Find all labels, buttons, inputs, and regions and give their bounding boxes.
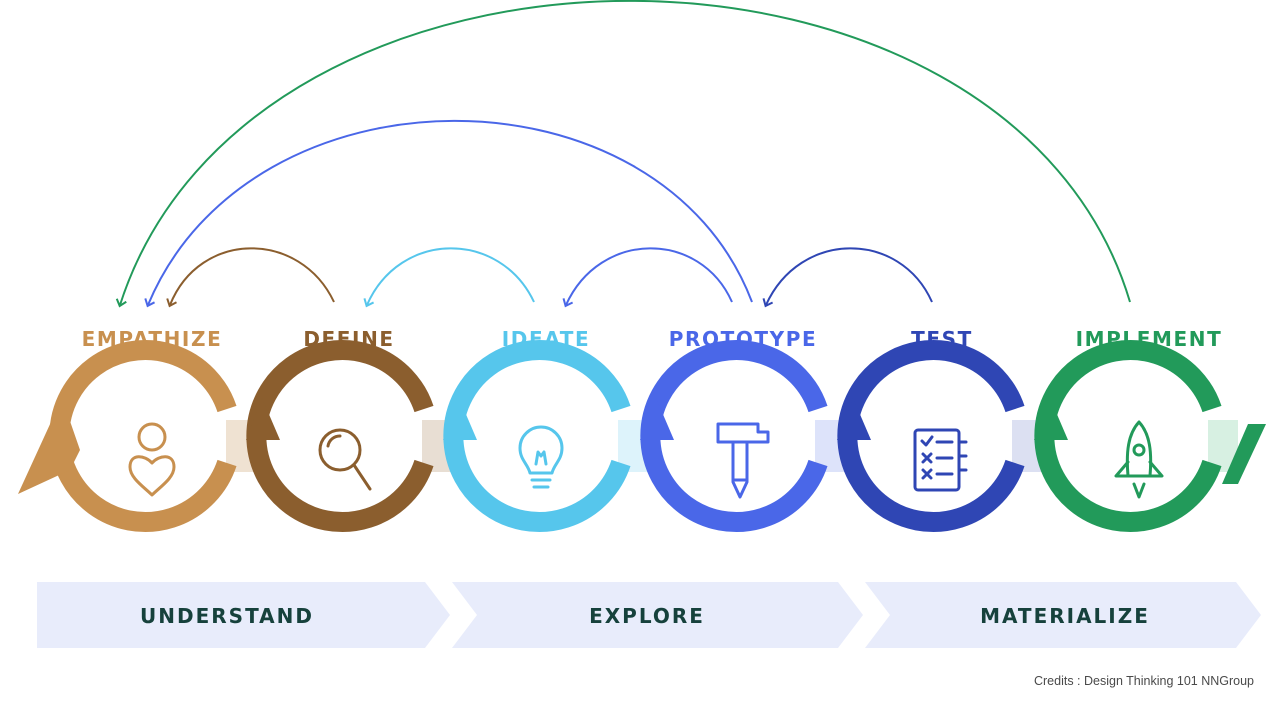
phase-band-understand [37,582,450,648]
hammer-pencil-icon [716,422,770,499]
phase-band-explore [452,582,863,648]
credits-text: Credits : Design Thinking 101 NNGroup [1033,674,1254,688]
phase-bands: UNDERSTAND EXPLORE MATERIALIZE [37,582,1261,648]
arrow-implement-to-empathize [115,0,1131,308]
ring-arrowhead-prototype [640,398,674,440]
phase-label-materialize: MATERIALIZE [980,604,1150,628]
arrow-prototype-to-empathize [144,120,753,308]
arrow-prototype-to-ideate [562,247,733,308]
arrow-define-to-empathize [166,247,335,308]
ring-arrowhead-empathize [18,398,80,494]
ring-arrowhead-test [837,398,871,440]
arrow-ideate-to-define [363,247,535,308]
stage-labels: EMPATHIZE DEFINE IDEATE PROTOTYPE TEST I… [82,327,1221,351]
ring-empathize [49,340,237,532]
ring-prototype [640,340,828,532]
feedback-arrows [115,0,1131,308]
ring-arrowhead-define [246,398,280,440]
lightbulb-icon [518,425,564,489]
ring-ideate [443,340,631,532]
phase-label-explore: EXPLORE [589,604,705,628]
arrow-test-to-prototype [762,247,933,308]
rocket-icon [1114,420,1164,499]
heart-person-icon [128,422,176,497]
ring-arrowheads [18,398,1266,494]
ring-arrowhead-implement [1034,398,1068,440]
ring-tail-implement [1222,424,1266,484]
ring-arrowhead-ideate [443,398,477,440]
phase-band-materialize [865,582,1261,648]
ring-implement [1034,340,1222,532]
phase-label-understand: UNDERSTAND [140,604,314,628]
magnifier-icon [318,428,372,491]
checklist-icon [913,428,968,492]
